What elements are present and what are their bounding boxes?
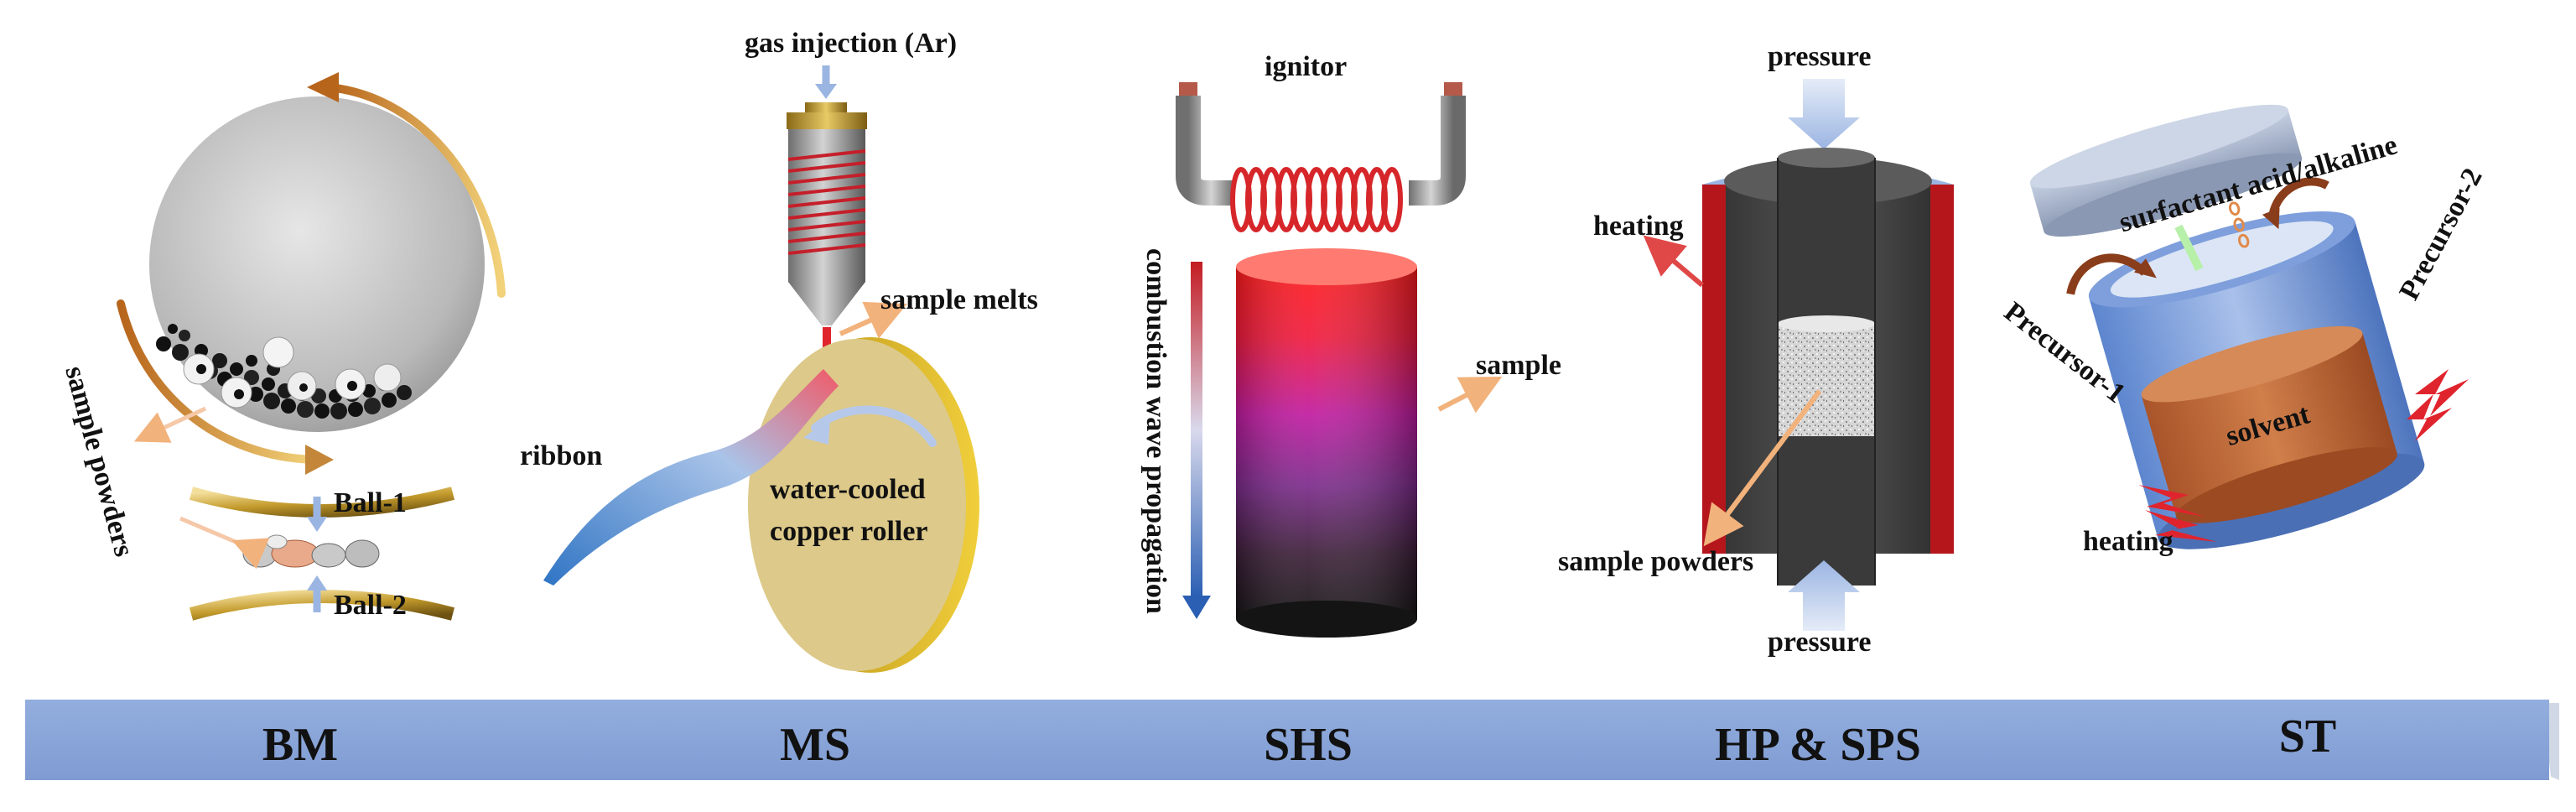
band-label-hp-sps: HP & SPS bbox=[1715, 719, 1921, 771]
shs-panel: ignitor combustion wave propagation samp… bbox=[1140, 51, 1561, 638]
solvent-surface bbox=[2141, 325, 2363, 403]
ribbon bbox=[543, 369, 839, 586]
roller-rotation-arrowhead bbox=[803, 418, 830, 445]
ball-2-arrowhead bbox=[307, 575, 327, 591]
pressure-bottom-arrow bbox=[1788, 560, 1860, 631]
method-band: BM MS SHS HP & SPS ST bbox=[25, 700, 2559, 780]
precursor-2-arrowhead bbox=[2262, 207, 2280, 230]
hp-sample-pointer bbox=[1703, 389, 1822, 547]
heater-left bbox=[1702, 185, 1726, 554]
rotation-arrowhead-bottom bbox=[305, 445, 334, 475]
ms-panel: gas injection (Ar) sample melts ribbon w… bbox=[520, 28, 1038, 673]
nozzle-cone bbox=[788, 282, 865, 325]
powder-pointer-2 bbox=[179, 516, 270, 570]
melt-pointer bbox=[839, 301, 907, 339]
band-label-ms: MS bbox=[780, 719, 850, 771]
ball-1-arrowhead bbox=[307, 517, 327, 532]
hp-sps-panel: pressure heating sample powders pressure bbox=[1558, 41, 1954, 658]
milling-jar bbox=[149, 96, 485, 432]
gas-arrowhead bbox=[815, 84, 837, 99]
solvent-bottom bbox=[2176, 447, 2397, 523]
method-band-bar bbox=[25, 700, 2549, 780]
combustion-wave-arrow bbox=[1191, 262, 1202, 597]
roller-label-line1: water-cooled bbox=[770, 474, 926, 505]
vessel-opening bbox=[2110, 221, 2334, 298]
roller-label-line2: copper roller bbox=[770, 516, 928, 547]
bm-panel: sample powders Ball-1 Ball-2 bbox=[59, 72, 506, 621]
ball-2-arc bbox=[189, 590, 455, 621]
rotation-arrow-top bbox=[325, 83, 506, 298]
gas-injection-label: gas injection (Ar) bbox=[745, 28, 957, 59]
ball-1-arc bbox=[189, 487, 455, 518]
powder-particles bbox=[242, 534, 380, 568]
combustion-wave-label: combustion wave propagation bbox=[1140, 248, 1171, 614]
shs-sample-pointer bbox=[1437, 376, 1503, 414]
roller-rotation-arrow bbox=[811, 405, 937, 447]
nozzle-cap-base bbox=[787, 112, 867, 129]
milling-balls bbox=[156, 324, 412, 419]
shs-cylinder-shade bbox=[1236, 267, 1417, 619]
heater-right bbox=[1930, 185, 1954, 554]
heating-pointer bbox=[1643, 235, 1704, 288]
lid-bottom bbox=[2044, 153, 2303, 237]
pressure-bottom-label: pressure bbox=[1768, 627, 1871, 658]
lid-top bbox=[2029, 104, 2288, 189]
droplets bbox=[2228, 201, 2250, 248]
induction-coil bbox=[787, 149, 866, 255]
nozzle-cap bbox=[805, 102, 847, 114]
ignitor-label: ignitor bbox=[1265, 51, 1347, 82]
pressure-top-label: pressure bbox=[1768, 41, 1871, 72]
st-heating-label: heating bbox=[2083, 526, 2174, 557]
upper-punch-top bbox=[1778, 148, 1875, 168]
precursor-2-arrow bbox=[2267, 177, 2329, 220]
upper-punch bbox=[1778, 158, 1875, 320]
hp-heating-label: heating bbox=[1593, 211, 1684, 242]
surfactant-arrow bbox=[2174, 224, 2204, 272]
band-label-st: ST bbox=[2279, 710, 2337, 763]
precursor-1-arrowhead bbox=[2133, 258, 2157, 278]
roller-face bbox=[748, 339, 966, 671]
band-label-bm: BM bbox=[262, 719, 338, 771]
ignitor-tubes bbox=[1176, 82, 1466, 206]
precursor-1-arrow bbox=[2066, 253, 2148, 295]
lower-punch bbox=[1778, 436, 1875, 586]
ball-1-label: Ball-1 bbox=[334, 487, 407, 518]
st-panel: solvent surfactant acid/alkaline bbox=[2029, 104, 2425, 549]
sample-compact-top bbox=[1778, 315, 1875, 332]
sample-melts-label: sample melts bbox=[880, 284, 1038, 315]
rotation-arrowhead-top bbox=[307, 72, 339, 102]
hp-sample-powders-label: sample powders bbox=[1558, 546, 1753, 577]
ignitor-coil bbox=[1230, 167, 1403, 232]
melt-stream bbox=[823, 327, 831, 351]
shs-cylinder-bottom bbox=[1236, 601, 1417, 638]
shs-cylinder-top bbox=[1236, 248, 1417, 285]
band-label-shs: SHS bbox=[1264, 719, 1353, 771]
sample-powder-compact bbox=[1778, 322, 1875, 436]
precursor-2-label: Precursor-2 bbox=[2393, 164, 2488, 305]
pressure-top-arrow bbox=[1788, 79, 1860, 149]
shs-sample-label: sample bbox=[1476, 350, 1561, 381]
ball-2-label: Ball-2 bbox=[334, 590, 407, 621]
st-heating-flames bbox=[2138, 369, 2469, 542]
combustion-wave-arrowhead bbox=[1182, 596, 1211, 619]
bm-sample-powders-label: sample powders bbox=[59, 362, 139, 560]
ribbon-label: ribbon bbox=[520, 440, 602, 471]
powder-pointer-1 bbox=[133, 406, 207, 443]
